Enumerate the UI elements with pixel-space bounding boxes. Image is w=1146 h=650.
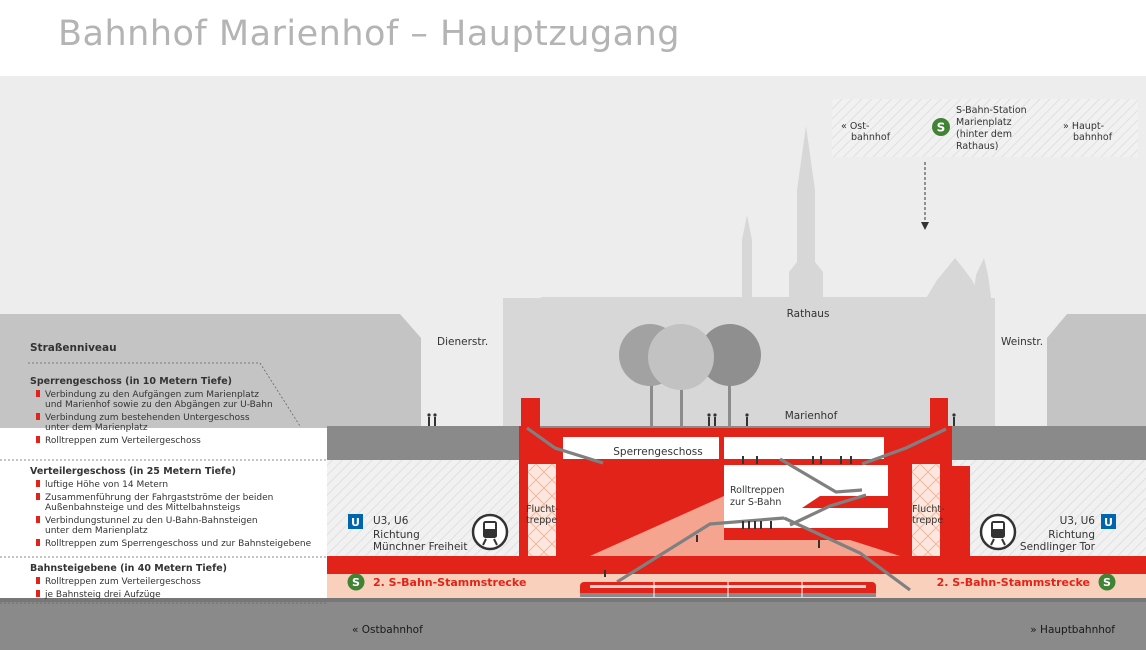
svg-text:S: S	[937, 121, 946, 135]
ostbahnhof-direction: « Ostbahnhof	[352, 624, 423, 636]
level-bullet-text: Verbindungstunnel zu den U-Bahn-Bahnstei…	[45, 516, 258, 526]
escalators-label: Rolltreppen	[730, 485, 784, 496]
weinstrasse-label: Weinstr.	[1001, 336, 1043, 348]
level-bullet-text: und Marienhof sowie zu den Abgängen zur …	[45, 400, 273, 410]
hauptbahnhof-direction: » Hauptbahnhof	[1030, 624, 1115, 636]
station-structure	[327, 398, 1146, 592]
left-building	[0, 314, 421, 428]
svg-text:U: U	[1104, 516, 1113, 529]
svg-text:S: S	[352, 576, 360, 589]
bullet-marker	[36, 516, 40, 523]
marienhof-label: Marienhof	[785, 410, 838, 422]
svg-text:Münchner Freiheit: Münchner Freiheit	[373, 541, 467, 553]
svg-text:Rathaus): Rathaus)	[956, 141, 998, 152]
sbahn-right-label: 2. S-Bahn-Stammstrecke S	[937, 573, 1116, 591]
bullet-marker	[36, 577, 40, 584]
sbahn-station-name: S-Bahn-Station	[956, 105, 1027, 116]
bullet-marker	[36, 539, 40, 546]
svg-text:2. S-Bahn-Stammstrecke: 2. S-Bahn-Stammstrecke	[373, 576, 526, 589]
bullet-marker	[36, 480, 40, 487]
level-legend: Straßenniveau Sperrengeschoss (in 10 Met…	[0, 342, 327, 604]
east-station-label: « Ost-	[841, 121, 869, 132]
level-title: Bahnsteigebene (in 40 Metern Tiefe)	[30, 563, 227, 574]
street-level-title: Straßenniveau	[30, 342, 117, 354]
svg-text:Marienplatz: Marienplatz	[956, 117, 1012, 128]
svg-text:S: S	[1103, 576, 1111, 589]
svg-text:treppe: treppe	[526, 515, 557, 526]
bullet-marker	[36, 413, 40, 420]
station-passengers	[604, 456, 852, 577]
bottom-ground	[0, 598, 1146, 650]
svg-text:Richtung: Richtung	[373, 529, 420, 541]
level-bullet-text: Außenbahnsteige und des Mittelbahnsteigs	[45, 503, 241, 513]
sperrengeschoss-label: Sperrengeschoss	[613, 446, 703, 458]
level-bullet-text: je Bahnsteig drei Aufzüge	[44, 590, 161, 600]
dienerstrasse-label: Dienerstr.	[437, 336, 488, 348]
svg-text:bahnhof: bahnhof	[851, 132, 891, 143]
bullet-marker	[36, 493, 40, 500]
station-info-box: « Ost- bahnhof S S-Bahn-Station Marienpl…	[832, 99, 1138, 157]
sbahn-icon	[347, 573, 365, 591]
bullet-marker	[36, 436, 40, 443]
svg-text:Richtung: Richtung	[1048, 529, 1095, 541]
svg-text:(hinter dem: (hinter dem	[956, 129, 1012, 140]
level-bullet-text: Zusammenführung der Fahrgastströme der b…	[45, 493, 273, 503]
level-block-2: Verteilergeschoss (in 25 Metern Tiefe) lu…	[30, 466, 312, 549]
level-bullet-text: luftige Höhe von 14 Metern	[45, 480, 168, 490]
sbahn-icon	[1098, 573, 1116, 591]
main-station-label: » Haupt-	[1063, 121, 1104, 132]
level-bullet-text: unter dem Marienplatz	[45, 423, 148, 433]
level-bullet-text: Rolltreppen zum Verteilergeschoss	[45, 577, 201, 587]
escape-stair-left-label: Flucht-	[526, 504, 559, 515]
level-bullet-text: Rolltreppen zum Sperrengeschoss und zur …	[45, 539, 312, 549]
rathaus-label: Rathaus	[787, 308, 830, 320]
level-bullet-text: Verbindung zu den Aufgängen zum Marienpl…	[45, 390, 259, 400]
svg-text:zur S-Bahn: zur S-Bahn	[730, 497, 781, 508]
svg-text:U: U	[351, 516, 360, 529]
level-bullet-text: unter dem Marienplatz	[45, 526, 148, 536]
sbahn-left-label: S 2. S-Bahn-Stammstrecke	[347, 573, 526, 591]
sbahn-train	[580, 582, 876, 597]
ubahn-right-info: U U3, U6 Richtung Sendlinger Tor	[979, 513, 1116, 553]
pedestrians	[427, 413, 956, 426]
sbahn-icon	[932, 118, 950, 136]
escape-stair-right-label: Flucht-	[912, 504, 945, 515]
level-block-3: Bahnsteigebene (in 40 Metern Tiefe) Rollt…	[30, 563, 227, 600]
level-title: Verteilergeschoss (in 25 Metern Tiefe)	[30, 466, 236, 477]
ubahn-left-info: U U3, U6 Richtung Münchner Freiheit	[348, 513, 509, 553]
svg-text:U3, U6: U3, U6	[373, 515, 409, 527]
svg-text:Sendlinger Tor: Sendlinger Tor	[1020, 541, 1096, 553]
level-block-1: Sperrengeschoss (in 10 Metern Tiefe) Verb…	[30, 376, 273, 446]
svg-text:treppe: treppe	[912, 515, 943, 526]
trees	[619, 324, 761, 426]
svg-text:bahnhof: bahnhof	[1073, 132, 1113, 143]
svg-text:2. S-Bahn-Stammstrecke: 2. S-Bahn-Stammstrecke	[937, 576, 1090, 589]
level-bullet-text: Verbindung zum bestehenden Untergeschoss	[45, 413, 250, 423]
level-title: Sperrengeschoss (in 10 Metern Tiefe)	[30, 376, 232, 387]
level-bullet-text: Rolltreppen zum Verteilergeschoss	[45, 436, 201, 446]
right-building	[1047, 314, 1146, 428]
svg-text:U3, U6: U3, U6	[1060, 515, 1096, 527]
page-title: Bahnhof Marienhof – Hauptzugang	[58, 14, 681, 54]
bullet-marker	[36, 390, 40, 397]
ubahn-icon	[1101, 514, 1116, 529]
bullet-marker	[36, 590, 40, 597]
ubahn-icon	[348, 514, 363, 529]
